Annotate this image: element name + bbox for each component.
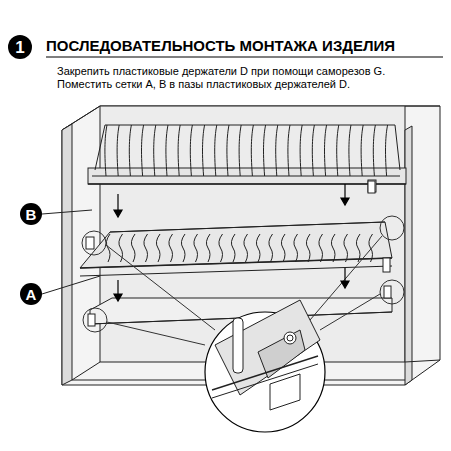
bowl-wire — [244, 234, 248, 262]
plate-divider — [154, 125, 156, 176]
bowl-wire — [181, 234, 185, 262]
plate-divider — [142, 125, 144, 176]
plate-divider — [337, 125, 339, 176]
bowl-wire — [269, 234, 273, 262]
leader-line — [42, 210, 92, 214]
plate-divider — [276, 125, 278, 176]
bowl-wire — [281, 234, 285, 262]
plate-divider — [215, 125, 217, 176]
plate-divider — [227, 125, 229, 176]
callout-text: 1 — [15, 39, 24, 56]
plate-divider — [361, 125, 363, 176]
bowl-wire — [156, 234, 160, 262]
plate-divider — [251, 125, 253, 176]
plate-divider — [325, 125, 327, 176]
plate-divider — [312, 125, 314, 176]
callout-text: B — [26, 207, 37, 222]
magnified-detail — [205, 300, 325, 432]
bowl-wire — [131, 234, 135, 262]
bowl-wire — [356, 234, 360, 262]
plate-divider — [105, 125, 107, 176]
title-rule — [46, 56, 443, 57]
bowl-wire — [294, 234, 298, 262]
plate-divider — [288, 125, 290, 176]
callout-letter: A — [20, 283, 42, 305]
bowl-wire — [169, 234, 173, 262]
plastic-holders — [86, 181, 391, 326]
callout-letter: B — [20, 203, 42, 225]
plate-divider — [203, 125, 205, 176]
plate-divider — [129, 125, 131, 176]
instruction-text: Поместить сетки A, B в пазы пластиковых … — [57, 78, 350, 90]
plate-rack-b — [88, 125, 406, 192]
bowl-wire — [344, 234, 348, 262]
step-number: 1 — [8, 35, 32, 59]
bowl-wire — [256, 234, 260, 262]
bowl-wire — [306, 234, 310, 262]
bowl-wire — [206, 234, 210, 262]
plate-divider — [117, 125, 119, 176]
bowl-rack-a — [80, 222, 392, 276]
plate-divider — [166, 125, 168, 176]
plate-divider — [300, 125, 302, 176]
plate-divider — [373, 125, 375, 176]
bowl-wire — [219, 234, 223, 262]
instruction-text: Закрепить пластиковые держатели D при по… — [57, 65, 385, 77]
title: ПОСЛЕДОВАТЕЛЬНОСТЬ МОНТАЖА ИЗДЕЛИЯ — [46, 37, 395, 54]
plate-divider — [239, 125, 241, 176]
plate-divider — [264, 125, 266, 176]
down-arrows — [114, 184, 349, 301]
bowl-wire — [194, 234, 198, 262]
plate-divider — [178, 125, 180, 176]
plate-divider — [349, 125, 351, 176]
bowl-wire — [319, 234, 323, 262]
bowl-wire — [231, 234, 235, 262]
callout-text: A — [26, 287, 37, 302]
leader-line — [42, 276, 100, 294]
bowl-wire — [144, 234, 148, 262]
plate-divider — [190, 125, 192, 176]
bowl-wire — [331, 234, 335, 262]
plate-divider — [386, 125, 388, 176]
